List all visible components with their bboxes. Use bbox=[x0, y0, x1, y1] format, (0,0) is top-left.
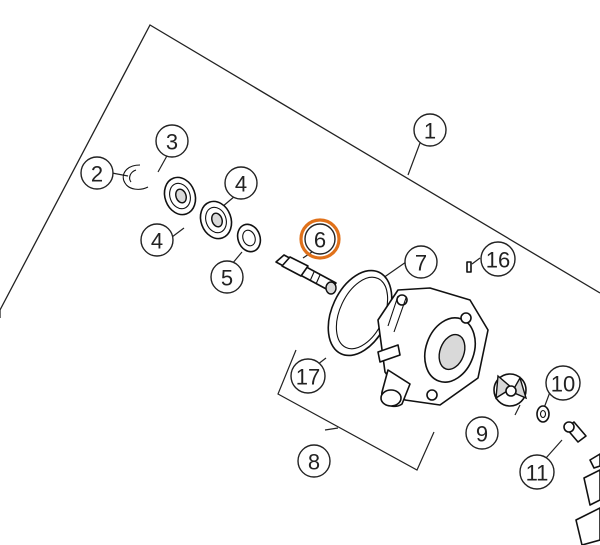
highlight-ring bbox=[299, 218, 341, 260]
seal-ring-part bbox=[236, 223, 262, 253]
callout-8-label: 8 bbox=[308, 450, 320, 475]
assembly-frame bbox=[0, 24, 600, 318]
callout-4-upper-label: 4 bbox=[235, 172, 247, 197]
callout-9: 9 bbox=[465, 416, 499, 450]
impeller-part bbox=[493, 373, 528, 407]
callout-16-label: 16 bbox=[486, 248, 510, 273]
callout-6-highlighted: 6 bbox=[299, 218, 341, 260]
callout-17: 17 bbox=[290, 358, 326, 394]
callout-11: 11 bbox=[519, 454, 555, 490]
callout-3: 3 bbox=[155, 124, 189, 158]
washer-part bbox=[536, 405, 550, 423]
small-pin-part bbox=[466, 261, 472, 273]
callout-1-label: 1 bbox=[424, 119, 436, 144]
callout-4-lower: 4 bbox=[140, 223, 174, 257]
callout-16: 16 bbox=[480, 241, 516, 277]
callout-7-label: 7 bbox=[415, 251, 427, 276]
callout-6-label: 6 bbox=[314, 228, 326, 253]
shaft-part bbox=[275, 254, 337, 295]
screw-part bbox=[563, 421, 587, 443]
callout-17-label: 17 bbox=[296, 365, 320, 390]
callout-3-label: 3 bbox=[166, 130, 178, 155]
callout-11-label: 11 bbox=[526, 461, 549, 486]
pump-housing-part bbox=[377, 287, 489, 408]
callout-10: 10 bbox=[545, 365, 581, 401]
callout-10-label: 10 bbox=[551, 372, 575, 397]
callout-5-label: 5 bbox=[221, 266, 233, 291]
callout-8: 8 bbox=[297, 444, 331, 478]
callout-1: 1 bbox=[413, 113, 447, 147]
circlip-part bbox=[122, 164, 149, 190]
callout-4-lower-label: 4 bbox=[151, 229, 163, 254]
callout-2: 2 bbox=[80, 156, 114, 190]
callout-5: 5 bbox=[210, 260, 244, 294]
hose-fittings-part bbox=[575, 453, 600, 545]
bearing-part-inner bbox=[199, 200, 233, 240]
callout-2-label: 2 bbox=[91, 162, 103, 187]
callout-9-label: 9 bbox=[476, 422, 488, 447]
leader-lines bbox=[111, 142, 563, 471]
bearing-part-outer bbox=[163, 176, 197, 216]
callout-4-upper: 4 bbox=[224, 166, 258, 200]
callout-7: 7 bbox=[404, 245, 438, 279]
